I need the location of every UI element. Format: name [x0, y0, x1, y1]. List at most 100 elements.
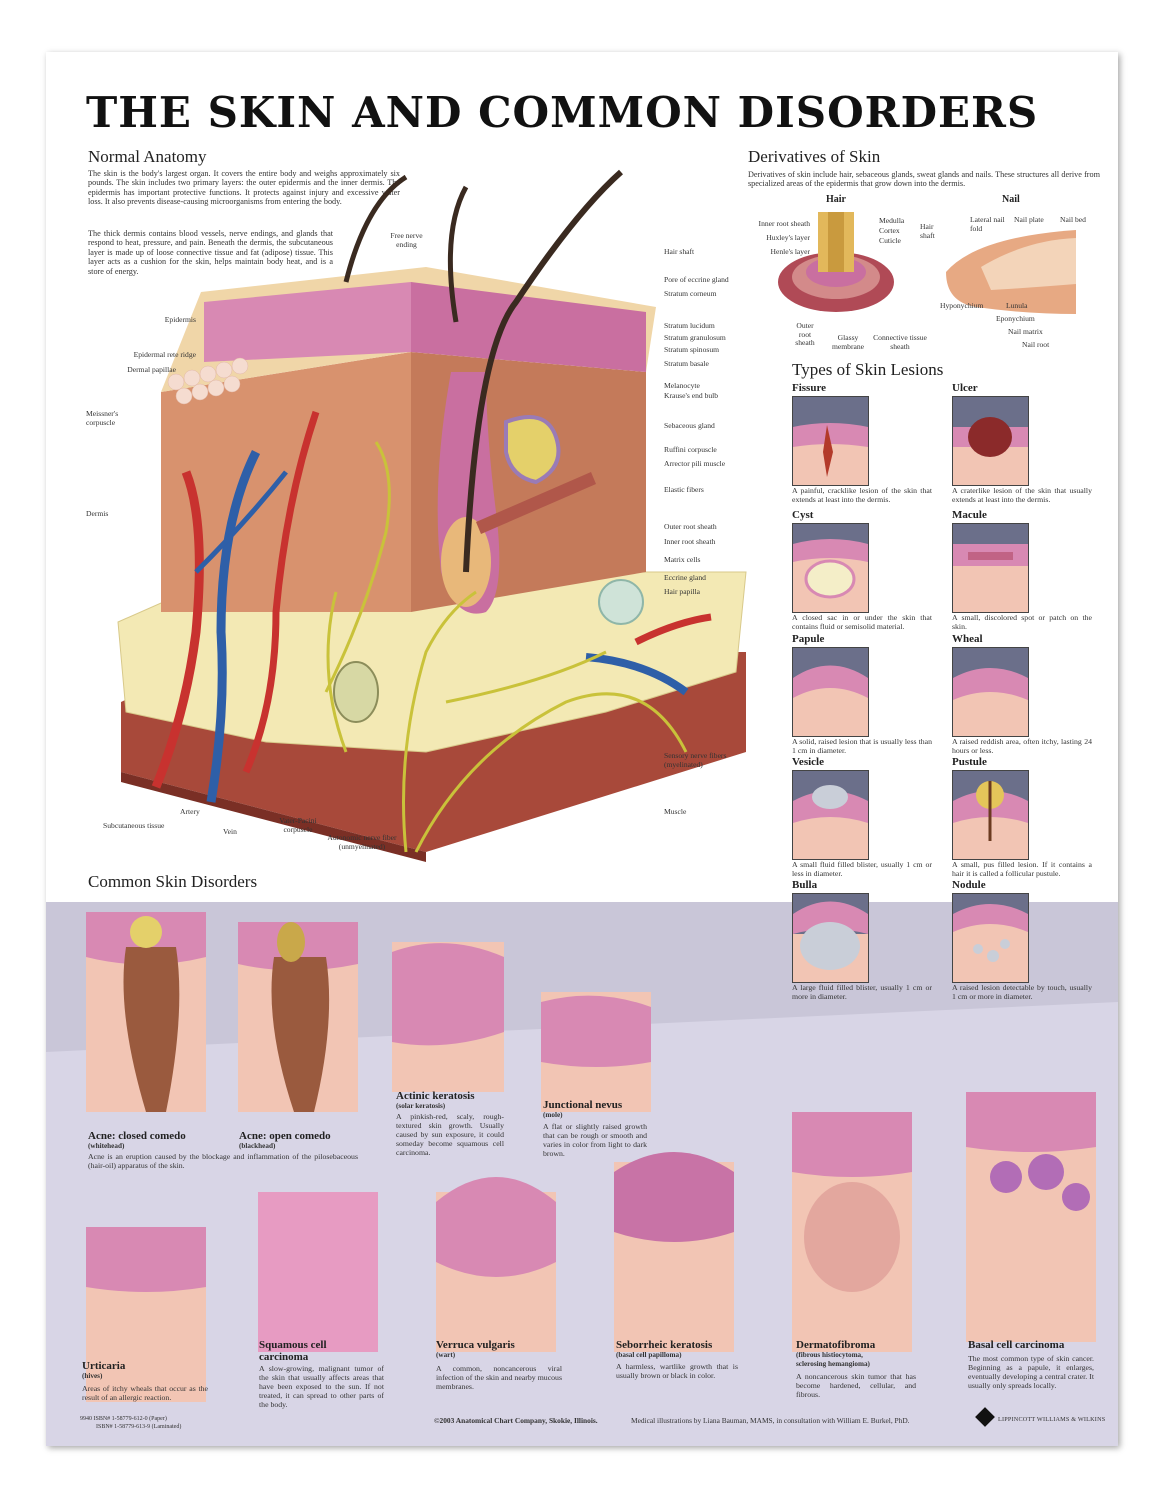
seborrheic-desc: A harmless, wartlike growth that is usua…	[616, 1362, 738, 1380]
lesion-desc-1: A craterlike lesion of the skin that usu…	[952, 486, 1092, 504]
verruca-sub: (wart)	[436, 1351, 456, 1359]
label-medulla: Medulla	[879, 216, 905, 225]
label-right-7: Melanocyte	[664, 381, 700, 390]
urticaria-desc: Areas of itchy wheals that occur as the …	[82, 1384, 208, 1402]
urticaria-sub: (hives)	[82, 1372, 103, 1380]
acne-desc: Acne is an eruption caused by the blocka…	[88, 1152, 358, 1170]
basal-title: Basal cell carcinoma	[968, 1339, 1065, 1351]
lesion-title-5: Wheal	[952, 633, 983, 645]
label-right-14: Inner root sheath	[664, 537, 716, 546]
seborrheic-sub: (basal cell papilloma)	[616, 1351, 682, 1359]
lesion-illustration-6	[792, 770, 869, 860]
poster: THE SKIN AND COMMON DISORDERS Normal Ana…	[46, 52, 1118, 1446]
junctional-sub: (mole)	[543, 1111, 563, 1119]
label-hair-shaft: Hair shaft	[920, 222, 935, 240]
label-outer-root-sheath: Outer root sheath	[795, 321, 815, 348]
label-right-1: Pore of eccrine gland	[664, 275, 729, 284]
label-dermis: Dermis	[86, 509, 109, 518]
urticaria-title: Urticaria	[82, 1360, 126, 1372]
lesions-heading: Types of Skin Lesions	[792, 360, 944, 379]
label-right-19: Muscle	[664, 807, 687, 816]
squamous-title-2: carcinoma	[259, 1351, 309, 1363]
label-nail-matrix: Nail matrix	[1008, 327, 1043, 336]
lesion-desc-5: A raised reddish area, often itchy, last…	[952, 737, 1092, 755]
verruca-desc: A common, noncancerous viral infection o…	[436, 1364, 562, 1391]
lesion-desc-4: A solid, raised lesion that is usually l…	[792, 737, 932, 755]
hair-title: Hair	[826, 194, 846, 205]
verruca-title: Verruca vulgaris	[436, 1339, 515, 1351]
lesion-title-3: Macule	[952, 509, 987, 521]
label-connective-tissue-sheath: Connective tissue sheath	[873, 333, 927, 351]
label-epidermis: Epidermis	[164, 315, 196, 324]
label-free-nerve-ending: Free nerve ending	[390, 231, 423, 249]
label-nail-root: Nail root	[1022, 340, 1050, 349]
skin-cross-section-illustration	[46, 169, 1118, 1446]
label-nail-plate: Nail plate	[1014, 215, 1044, 224]
footer-credit: Medical illustrations by Liana Bauman, M…	[631, 1416, 910, 1425]
label-right-18: Sensory nerve fibers (myelinated)	[664, 751, 727, 769]
actinic-sub: (solar keratosis)	[396, 1102, 446, 1110]
dermatofibroma-title: Dermatofibroma	[796, 1339, 876, 1351]
dermatofibroma-sub-1: (fibrous histiocytoma,	[796, 1351, 863, 1359]
dermatofibroma-desc: A noncancerous skin tumor that has becom…	[796, 1372, 916, 1399]
lesion-desc-0: A painful, cracklike lesion of the skin …	[792, 486, 932, 504]
label-dermal-papillae: Dermal papillae	[127, 365, 176, 374]
lesion-title-1: Ulcer	[952, 382, 978, 394]
label-right-8: Krause's end bulb	[664, 391, 719, 400]
lesion-title-0: Fissure	[792, 382, 827, 394]
label-right-17: Hair papilla	[664, 587, 701, 596]
junctional-desc: A flat or slightly raised growth that ca…	[543, 1122, 647, 1158]
label-eponychium: Eponychium	[996, 314, 1035, 323]
lesion-desc-9: A raised lesion detectable by touch, usu…	[952, 983, 1092, 1001]
label-glassy-membrane: Glassy membrane	[831, 333, 865, 351]
lesion-illustration-2	[792, 523, 869, 613]
label-cuticle: Cuticle	[879, 236, 901, 245]
label-vein: Vein	[223, 827, 237, 836]
label-right-0: Hair shaft	[664, 247, 695, 256]
normal-anatomy-para1: The skin is the body's largest organ. It…	[88, 169, 400, 207]
label-lateral-nail-fold: Lateral nail fold	[970, 215, 1005, 233]
lesion-title-9: Nodule	[952, 879, 986, 891]
basal-desc: The most common type of skin cancer. Beg…	[968, 1354, 1094, 1390]
lesion-illustration-3	[952, 523, 1029, 613]
lesion-desc-2: A closed sac in or under the skin that c…	[792, 613, 932, 631]
acne-open-title: Acne: open comedo	[239, 1130, 331, 1142]
label-right-10: Ruffini corpuscle	[664, 445, 717, 454]
normal-anatomy-heading: Normal Anatomy	[88, 147, 207, 166]
label-right-9: Sebaceous gland	[664, 421, 715, 430]
lesion-title-6: Vesicle	[792, 756, 824, 768]
lesion-illustration-1	[952, 396, 1029, 486]
page-title: THE SKIN AND COMMON DISORDERS	[86, 88, 1039, 137]
lesion-illustration-7	[952, 770, 1029, 860]
acne-closed-sub: (whitehead)	[88, 1142, 125, 1150]
label-artery: Artery	[180, 807, 200, 816]
label-cortex: Cortex	[879, 226, 900, 235]
acne-closed-title: Acne: closed comedo	[88, 1130, 186, 1142]
disorders-heading: Common Skin Disorders	[88, 872, 258, 891]
lesion-desc-8: A large fluid filled blister, usually 1 …	[792, 983, 932, 1001]
footer-isbn-1: 9940 ISBN# 1-58779-612-0 (Paper)	[80, 1416, 167, 1422]
label-inner-root-sheath: Inner root sheath	[758, 219, 810, 228]
lesion-title-2: Cyst	[792, 509, 814, 521]
actinic-title: Actinic keratosis	[396, 1090, 475, 1102]
lesion-illustration-8	[792, 893, 869, 983]
label-right-4: Stratum granulosum	[664, 333, 726, 342]
label-right-2: Stratum corneum	[664, 289, 717, 298]
acne-open-sub: (blackhead)	[239, 1142, 276, 1150]
label-meissners-corpuscle: Meissner's corpuscle	[86, 409, 119, 427]
lesion-desc-6: A small fluid filled blister, usually 1 …	[792, 860, 932, 878]
squamous-title-1: Squamous cell	[259, 1339, 327, 1351]
normal-anatomy-para2: The thick dermis contains blood vessels,…	[88, 229, 333, 276]
label-right-11: Arrector pili muscle	[664, 459, 726, 468]
lesion-title-8: Bulla	[792, 879, 818, 891]
lesion-illustration-9	[952, 893, 1029, 983]
footer-publisher: LIPPINCOTT WILLIAMS & WILKINS	[998, 1416, 1106, 1423]
label-right-5: Stratum spinosum	[664, 345, 720, 354]
label-right-12: Elastic fibers	[664, 485, 704, 494]
label-vater-pacini-corpuscle: Vater-Pacini corpuscle	[279, 816, 317, 834]
lesion-title-4: Papule	[792, 633, 825, 645]
dermatofibroma-sub-2: sclerosing hemangioma)	[796, 1360, 870, 1368]
label-lunula: Lunula	[1006, 301, 1028, 310]
label-epidermal-rete-ridge: Epidermal rete ridge	[133, 350, 196, 359]
label-right-16: Eccrine gland	[664, 573, 706, 582]
